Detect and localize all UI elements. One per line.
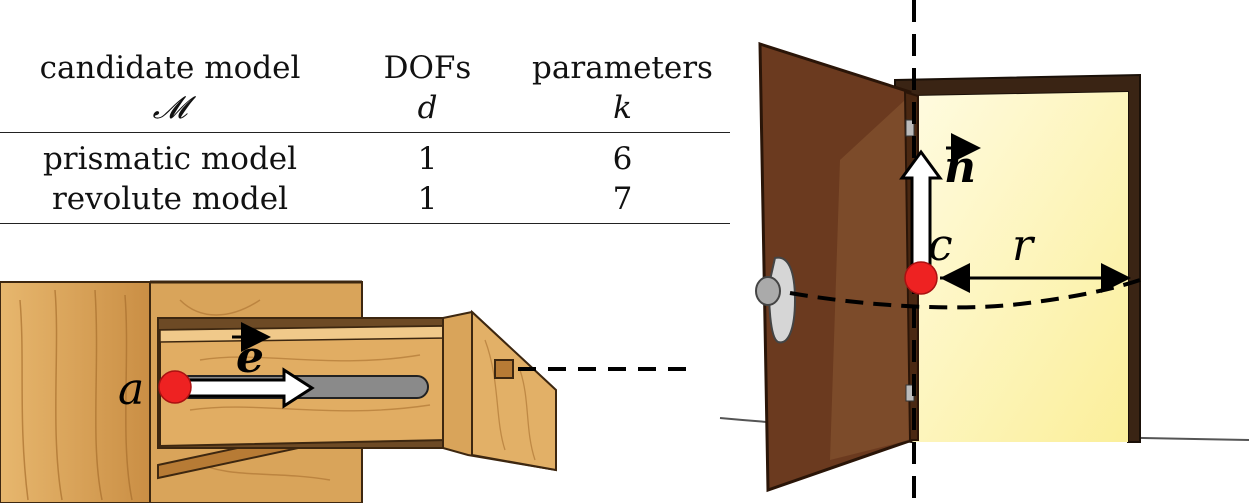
drawer-vector-label: e — [236, 332, 264, 383]
door-opening — [912, 92, 1128, 442]
row-params: 7 — [515, 179, 730, 224]
drawer-point-label: a — [118, 364, 144, 415]
header-symbol-params: k — [515, 88, 730, 133]
drawer-group: a e — [0, 280, 690, 503]
table-row: revolute model 1 7 — [0, 179, 730, 224]
door-radius-label: r — [1012, 220, 1036, 271]
header-symbol-dofs: d — [340, 88, 515, 133]
door-point-c — [904, 261, 938, 295]
model-table-container: candidate model DOFs parameters 𝓜 d k pr… — [0, 48, 730, 248]
door-handle-plate — [768, 256, 797, 344]
row-model: prismatic model — [42, 141, 298, 177]
row-model: revolute model — [0, 179, 340, 224]
header-row: candidate model DOFs parameters — [0, 48, 730, 88]
drawer-point-a — [158, 370, 192, 404]
cabinet-side — [0, 281, 156, 503]
row-dofs: 1 — [417, 141, 438, 177]
header-parameters: parameters — [532, 50, 713, 86]
model-table: candidate model DOFs parameters 𝓜 d k pr… — [0, 48, 730, 224]
door-vector-label: n — [944, 142, 976, 193]
header-candidate-model: candidate model — [39, 50, 301, 86]
door-point-label: c — [928, 220, 953, 271]
table-row: prismatic model 1 6 — [0, 133, 730, 180]
vector-n-arrow — [899, 149, 943, 280]
vector-e-arrow — [178, 367, 315, 409]
header-symbol-model: 𝓜 — [0, 88, 340, 133]
header-dofs: DOFs — [383, 50, 472, 86]
door-group: c r n — [719, 0, 1249, 503]
door-knob — [755, 276, 781, 306]
header-symbol-row: 𝓜 d k — [0, 88, 730, 133]
drawer-handle — [494, 359, 514, 379]
row-params: 6 — [612, 141, 633, 177]
row-dofs: 1 — [340, 179, 515, 224]
